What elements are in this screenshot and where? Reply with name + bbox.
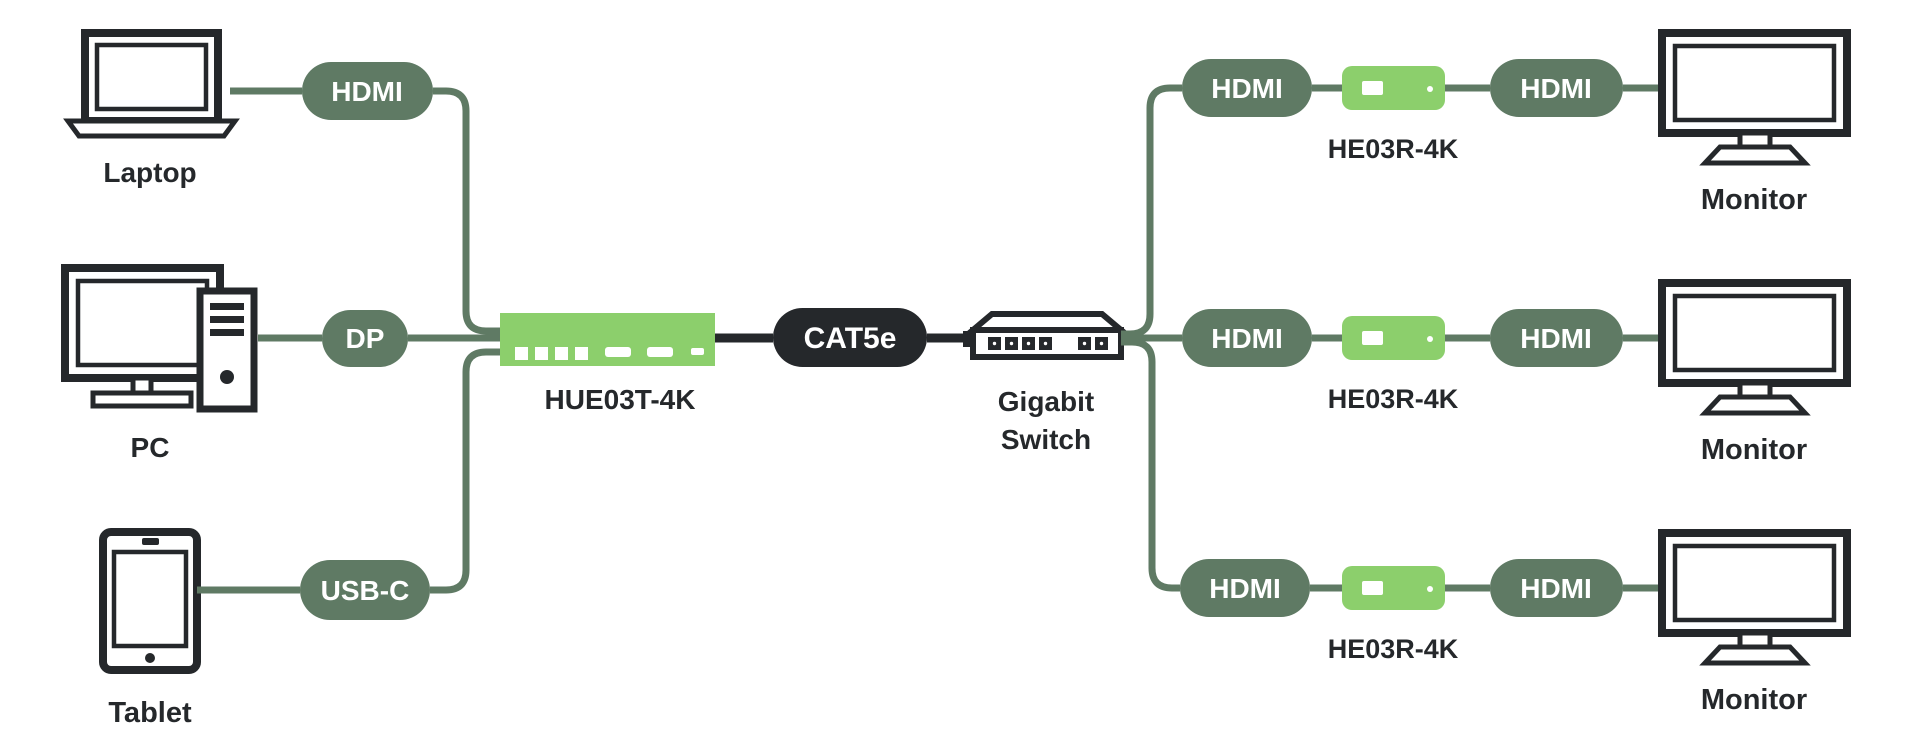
source-laptop: Laptop HDMI [63, 29, 500, 335]
row3-hdmi-out-label: HDMI [1520, 573, 1592, 604]
laptop-icon [63, 29, 240, 139]
row3-monitor-label: Monitor [1701, 684, 1807, 716]
cat5e-label: CAT5e [804, 322, 897, 355]
cable-switch-to-row3 [1121, 338, 1180, 592]
row1-hdmi-out-badge [1490, 59, 1623, 117]
row1-hdmi-in-label: HDMI [1211, 73, 1283, 104]
tablet-icon [99, 528, 201, 674]
row3-hdmi-in-badge [1180, 559, 1310, 617]
row1-receiver-model-label: HE03R-4K [1328, 134, 1459, 164]
row1-hdmi-out-label: HDMI [1520, 73, 1592, 104]
laptop-label: Laptop [103, 157, 196, 188]
receiver-row-1: HDMI HE03R-4K HDMI Monitor [1182, 33, 1847, 216]
cable-switch-to-row1 [1121, 84, 1182, 338]
row2-hdmi-out-label: HDMI [1520, 323, 1592, 354]
source-pc: PC DP [61, 264, 500, 463]
transmitter-unit: HUE03T-4K [500, 313, 715, 415]
row3-hdmi-out-badge [1490, 559, 1623, 617]
transmitter-icon [500, 313, 715, 366]
cable-usbc-to-transmitter [430, 348, 500, 594]
receiver-row-2: HDMI HE03R-4K HDMI Monitor [1182, 283, 1847, 466]
row1-receiver-icon [1342, 66, 1445, 110]
gigabit-switch-unit: Gigabit Switch [963, 311, 1130, 455]
row3-receiver-model-label: HE03R-4K [1328, 634, 1459, 664]
receiver-row-3: HDMI HE03R-4K HDMI Monitor [1180, 533, 1847, 716]
usbc-badge-label: USB-C [321, 575, 410, 606]
pc-icon [61, 264, 258, 413]
row2-hdmi-in-badge [1182, 309, 1312, 367]
switch-icon [963, 311, 1130, 360]
cat5e-pill [773, 308, 927, 367]
usbc-badge [300, 560, 430, 620]
transmitter-model-label: HUE03T-4K [545, 384, 696, 415]
cat5e-link: CAT5e [773, 308, 927, 367]
row2-monitor-label: Monitor [1701, 434, 1807, 466]
row3-receiver-icon [1342, 566, 1445, 610]
dp-badge [322, 310, 408, 367]
row3-hdmi-in-label: HDMI [1209, 573, 1281, 604]
hdmi-in-badge-laptop-label: HDMI [331, 76, 403, 107]
row2-receiver-icon [1342, 316, 1445, 360]
row1-monitor-label: Monitor [1701, 184, 1807, 216]
row2-hdmi-in-label: HDMI [1211, 323, 1283, 354]
cable-hdmi-to-transmitter [433, 87, 500, 335]
row1-monitor-icon [1662, 33, 1847, 163]
tablet-label: Tablet [108, 697, 192, 729]
row2-monitor-icon [1662, 283, 1847, 413]
source-tablet: Tablet USB-C [99, 348, 500, 729]
row1-hdmi-in-badge [1182, 59, 1312, 117]
switch-label-line2: Switch [1001, 424, 1091, 455]
hdmi-in-badge-laptop [302, 62, 433, 120]
dp-badge-label: DP [346, 323, 385, 354]
pc-label: PC [131, 432, 170, 463]
row2-hdmi-out-badge [1490, 309, 1623, 367]
switch-label-line1: Gigabit [998, 386, 1094, 417]
row3-monitor-icon [1662, 533, 1847, 663]
row2-receiver-model-label: HE03R-4K [1328, 384, 1459, 414]
